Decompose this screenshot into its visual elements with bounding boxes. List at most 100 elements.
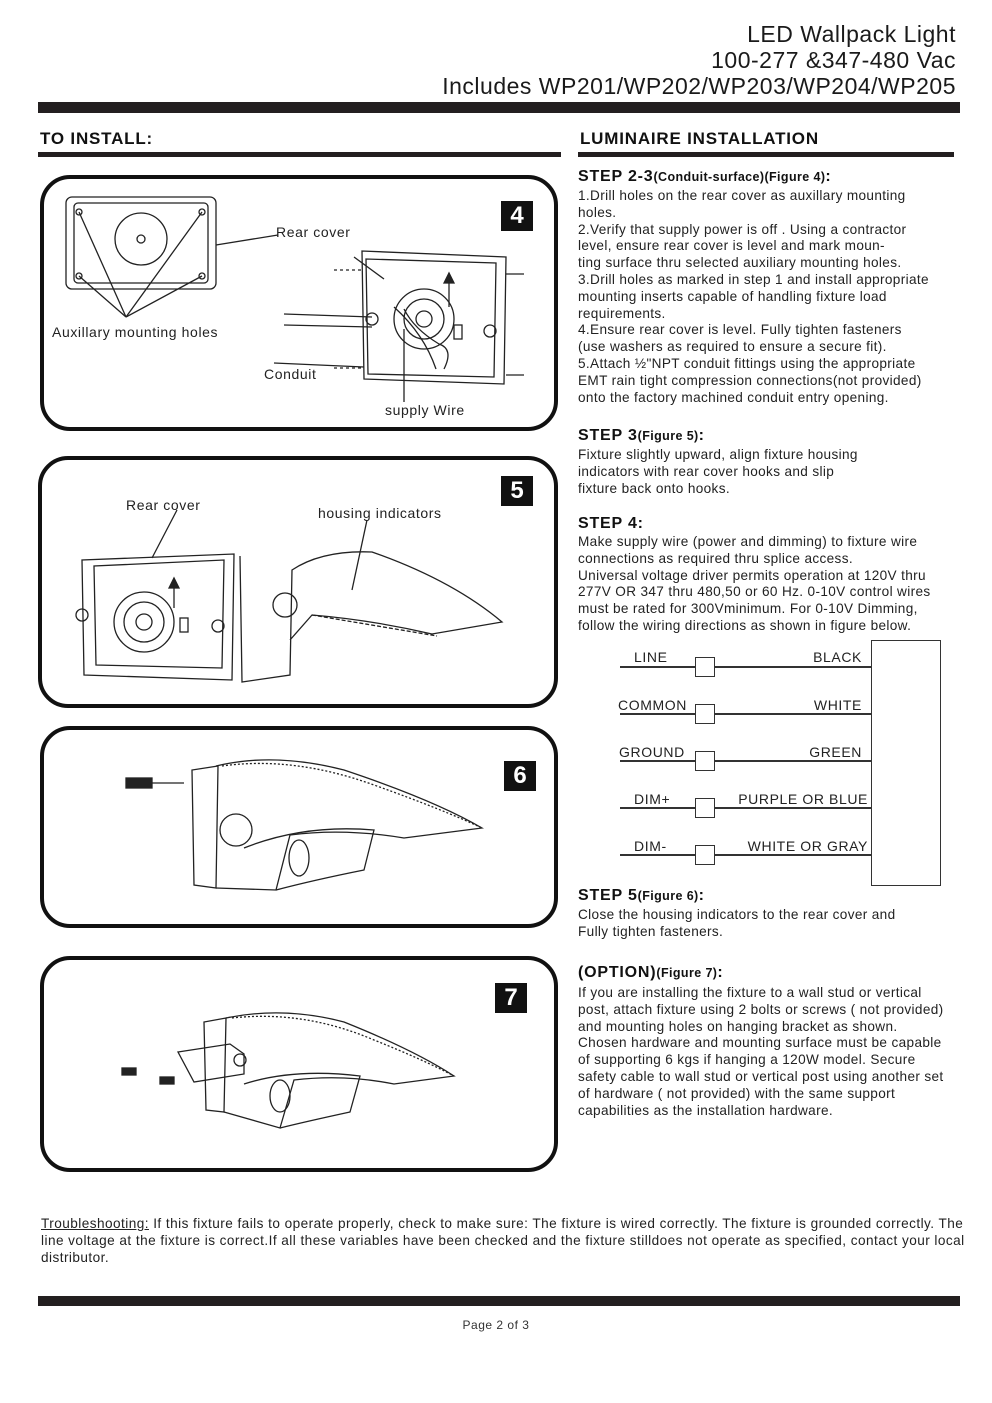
splice-connector (695, 657, 715, 677)
wire-label-dim-plus: DIM+ (634, 791, 671, 807)
step-4-line: follow the wiring directions as shown in… (578, 617, 912, 633)
figure-4: 4 Rear cover Auxillary mounting holes Co… (40, 175, 558, 431)
figure-6-number: 6 (504, 761, 536, 791)
fig5-rear-cover-label: Rear cover (126, 497, 201, 513)
fixture-wire-line (715, 713, 871, 715)
fig4-supply-wire-label: supply Wire (385, 402, 465, 418)
option-colon: : (717, 964, 724, 981)
fig4-conduit-label: Conduit (264, 366, 317, 382)
step-2-3-line: 1.Drill holes on the rear cover as auxil… (578, 188, 906, 203)
troubleshooting-text: If this fixture fails to operate properl… (41, 1216, 965, 1265)
figure-6: 6 (40, 726, 558, 928)
figure-7-number: 7 (495, 983, 527, 1013)
step-2-3-line: requirements. (578, 305, 666, 321)
wire-color-black: BLACK (813, 649, 862, 665)
wire-label-line: LINE (634, 649, 668, 665)
wire-label-dim-minus: DIM- (634, 838, 667, 854)
step-4-line: 277V OR 347 thru 480,50 or 60 Hz. 0-10V … (578, 584, 931, 600)
step-2-3-line: 2.Verify that supply power is off . Usin… (578, 221, 907, 237)
step-2-3-subtitle: (Conduit-surface)(Figure 4) (653, 170, 826, 184)
step-4-heading: STEP 4: (578, 515, 644, 532)
footer-rule (38, 1296, 960, 1306)
step-4-line: must be rated for 300Vminimum. For 0-10V… (578, 601, 918, 617)
step-3-line: fixture back onto hooks. (578, 480, 730, 496)
figure-7: 7 (40, 956, 558, 1172)
option-line: post, attach fixture using 2 bolts or sc… (578, 1001, 944, 1017)
wire-label-common: COMMON (618, 697, 687, 713)
supply-wire-line (620, 666, 696, 668)
option-line: safety cable to wall stud or vertical po… (578, 1068, 944, 1084)
option-line: capabilities as the installation hardwar… (578, 1102, 833, 1118)
step-5-text: Close the housing indicators to the rear… (578, 907, 896, 941)
wire-label-ground: GROUND (619, 744, 685, 760)
step-2-3-text: 1.Drill holes on the rear cover as auxil… (578, 188, 929, 406)
step-2-3-title: STEP 2-3 (578, 168, 654, 185)
step-4-text: Make supply wire (power and dimming) to … (578, 534, 931, 635)
luminaire-installation-heading: LUMINAIRE INSTALLATION (580, 129, 819, 148)
fig4-aux-holes-label: Auxillary mounting holes (52, 324, 219, 340)
page-number: Page 2 of 3 (462, 1318, 530, 1332)
step-4-line: connections as required thru splice acce… (578, 550, 853, 566)
fig5-housing-indicators-label: housing indicators (318, 505, 442, 521)
troubleshooting-note: Troubleshooting: If this fixture fails t… (41, 1215, 971, 1266)
step-4-line: Make supply wire (power and dimming) to … (578, 534, 918, 549)
option-line: of hardware ( not provided) with the sam… (578, 1085, 896, 1101)
doc-title-line-2: 100-277 &347-480 Vac (711, 47, 956, 73)
right-heading-rule (578, 152, 954, 157)
step-2-3-line: level, ensure rear cover is level and ma… (578, 238, 885, 254)
fixture-wire-line (715, 807, 871, 809)
step-2-3-line: 5.Attach ½"NPT conduit fittings using th… (578, 355, 916, 371)
figure-7-illustration (121, 1012, 456, 1129)
step-2-3-line: holes. (578, 204, 617, 220)
option-subtitle: (Figure 7) (656, 966, 718, 980)
option-line: Chosen hardware and mounting surface mus… (578, 1035, 942, 1051)
step-3-line: Fixture slightly upward, align fixture h… (578, 447, 858, 462)
step-3-text: Fixture slightly upward, align fixture h… (578, 447, 858, 497)
step-5-heading: STEP 5(Figure 6): (578, 887, 705, 905)
fixture-wire-line (715, 854, 871, 856)
option-line: of supporting 6 kgs if hanging a 120W mo… (578, 1052, 916, 1068)
step-2-3-line: 4.Ensure rear cover is level. Fully tigh… (578, 322, 902, 338)
splice-connector (695, 798, 715, 818)
option-line: If you are installing the fixture to a w… (578, 985, 922, 1000)
figure-5-number: 5 (501, 476, 533, 506)
supply-wire-line (620, 760, 696, 762)
splice-connector (695, 751, 715, 771)
figure-5-illustration (75, 509, 504, 683)
step-4-line: Universal voltage driver permits operati… (578, 567, 926, 583)
splice-connector (695, 845, 715, 865)
option-text: If you are installing the fixture to a w… (578, 985, 944, 1119)
step-3-colon: : (698, 427, 705, 444)
supply-wire-line (620, 854, 696, 856)
step-2-3-line: (use washers as required to ensure a sec… (578, 339, 887, 355)
step-3-subtitle: (Figure 5) (637, 429, 699, 443)
step-5-title: STEP 5 (578, 887, 638, 904)
step-5-line: Close the housing indicators to the rear… (578, 907, 896, 922)
step-3-title: STEP 3 (578, 427, 638, 444)
header-rule (38, 102, 960, 113)
fixture-wire-line (715, 666, 871, 668)
to-install-heading: TO INSTALL: (40, 129, 153, 148)
wire-color-white: WHITE (813, 697, 862, 713)
step-2-3-line: mounting inserts capable of handling fix… (578, 288, 887, 304)
step-5-line: Fully tighten fasteners. (578, 923, 724, 939)
step-2-3-line: EMT rain tight compression connections(n… (578, 372, 922, 388)
splice-connector (695, 704, 715, 724)
fig4-rear-cover-label: Rear cover (276, 224, 351, 240)
figure-6-illustration (125, 759, 484, 891)
step-2-3-heading: STEP 2-3(Conduit-surface)(Figure 4): (578, 168, 832, 186)
supply-wire-line (620, 713, 696, 715)
fixture-wire-line (715, 760, 871, 762)
figure-4-number: 4 (501, 201, 533, 231)
step-3-line: indicators with rear cover hooks and sli… (578, 463, 835, 479)
left-heading-rule (38, 152, 561, 157)
wire-color-white-gray: WHITE OR GRAY (747, 838, 868, 854)
step-2-3-line: onto the factory machined conduit entry … (578, 389, 889, 405)
wire-color-purple-blue: PURPLE OR BLUE (738, 791, 868, 807)
option-title: (OPTION) (578, 964, 657, 981)
step-2-3-line: ting surface thru selected auxiliary mou… (578, 255, 902, 271)
step-2-3-colon: : (825, 168, 832, 185)
step-5-colon: : (698, 887, 705, 904)
figure-4-illustration (65, 196, 524, 402)
doc-title-line-3: Includes WP201/WP202/WP203/WP204/WP205 (442, 73, 956, 99)
